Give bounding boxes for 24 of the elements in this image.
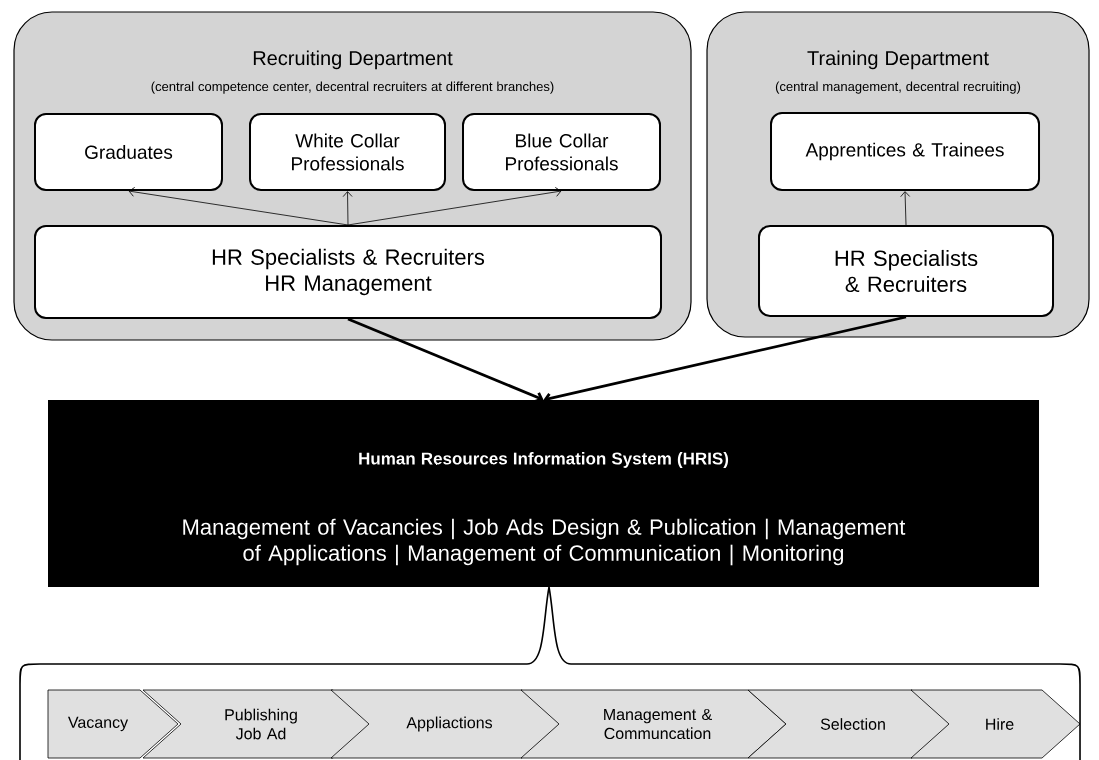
arrow bbox=[128, 187, 349, 226]
arrow bbox=[347, 187, 562, 226]
node-label: Vacancy bbox=[67, 716, 129, 732]
node-label: Hire bbox=[986, 718, 1014, 730]
rounded-box: Graduates bbox=[34, 113, 223, 191]
rounded-box: HR Specialists & Recruiters HR Management bbox=[34, 225, 662, 319]
rounded-box: Blue Collar Professionals bbox=[462, 113, 661, 191]
rounded-box: HR Specialists & Recruiters bbox=[758, 225, 1054, 317]
process-step: Management & Communcation bbox=[520, 689, 787, 759]
arrow bbox=[900, 191, 911, 226]
process-step: Vacancy bbox=[47, 689, 179, 759]
rounded-box: White Collar Professionals bbox=[249, 113, 446, 191]
process-step: Publishing Job Ad bbox=[142, 689, 372, 759]
process-step: Selection bbox=[747, 689, 951, 759]
node-label: Management & Communcation bbox=[604, 708, 712, 740]
process-step: Appliactions bbox=[330, 689, 561, 759]
rounded-box: Apprentices & Trainees bbox=[770, 112, 1040, 191]
system-box: Human Resources Information System (HRIS) Management of Vacancies | Job Ads Design & Publication | Management of Applications | Management of Communication | Monitoring bbox=[48, 400, 1039, 587]
node-label: Appliactions bbox=[406, 716, 493, 732]
node-label: Publishing Job Ad bbox=[225, 708, 297, 740]
process-step: Hire bbox=[910, 689, 1081, 759]
arrow bbox=[342, 191, 353, 226]
node-label: Selection bbox=[820, 718, 885, 730]
arrow bbox=[347, 317, 544, 403]
